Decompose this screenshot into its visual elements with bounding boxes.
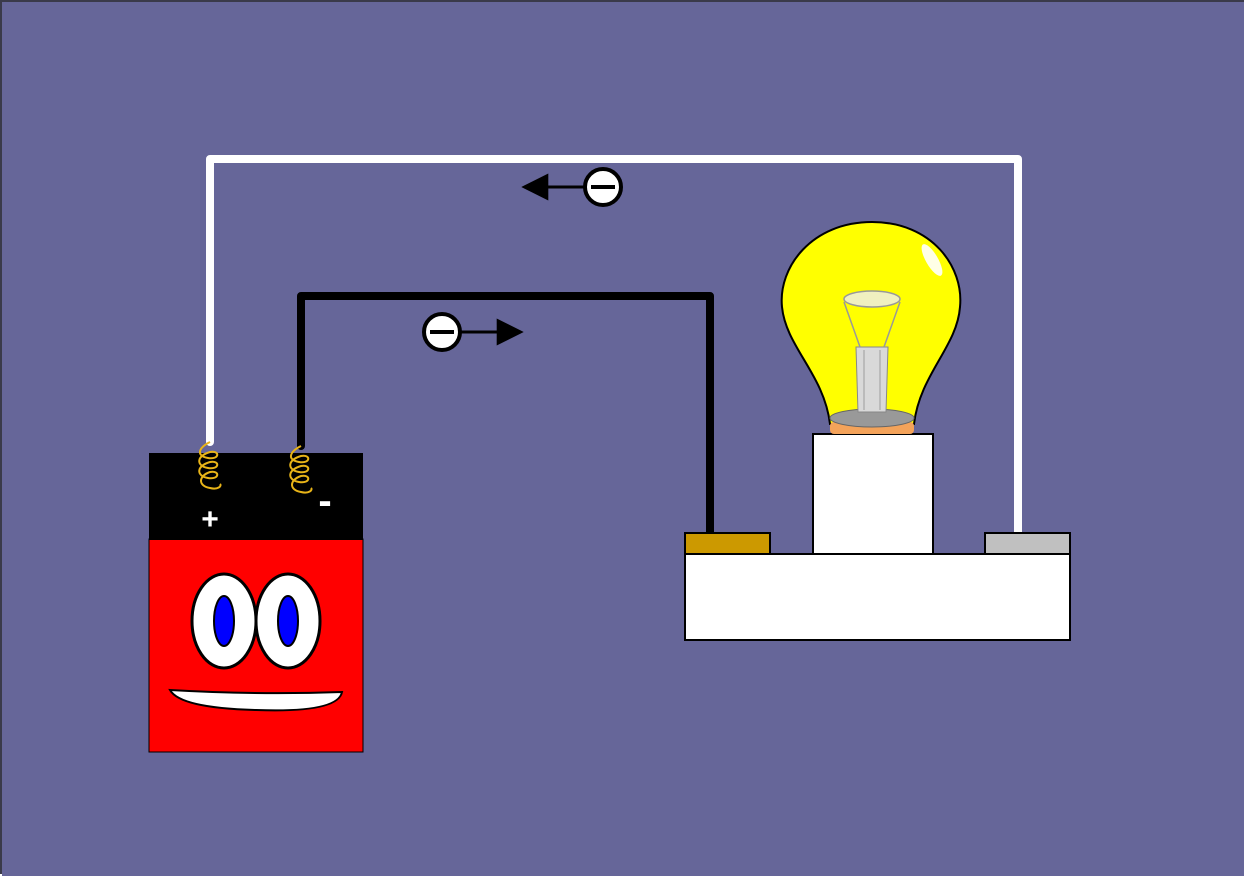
electron-middle: − <box>422 312 524 352</box>
right-pupil <box>277 595 299 647</box>
battery: + - <box>148 441 364 753</box>
left-pupil <box>213 595 235 647</box>
battery-body <box>148 538 364 753</box>
bulb-socket <box>812 433 934 555</box>
filament-stem <box>855 346 889 413</box>
negative-wire <box>297 292 714 538</box>
electron-top: − <box>521 167 623 207</box>
smile <box>168 688 344 712</box>
negative-label: - <box>318 479 331 523</box>
silver-terminal <box>984 532 1071 555</box>
positive-label: + <box>201 503 219 536</box>
light-bulb-assembly <box>684 220 1071 641</box>
gold-terminal <box>684 532 771 555</box>
battery-top <box>149 453 363 540</box>
filament-wires <box>843 301 901 348</box>
positive-wire <box>206 155 1022 538</box>
positive-terminal-spring <box>198 441 222 490</box>
filament <box>843 290 901 308</box>
bulb-highlight <box>921 244 943 276</box>
bulb-base-platform <box>684 553 1071 641</box>
negative-terminal-spring <box>289 445 313 494</box>
